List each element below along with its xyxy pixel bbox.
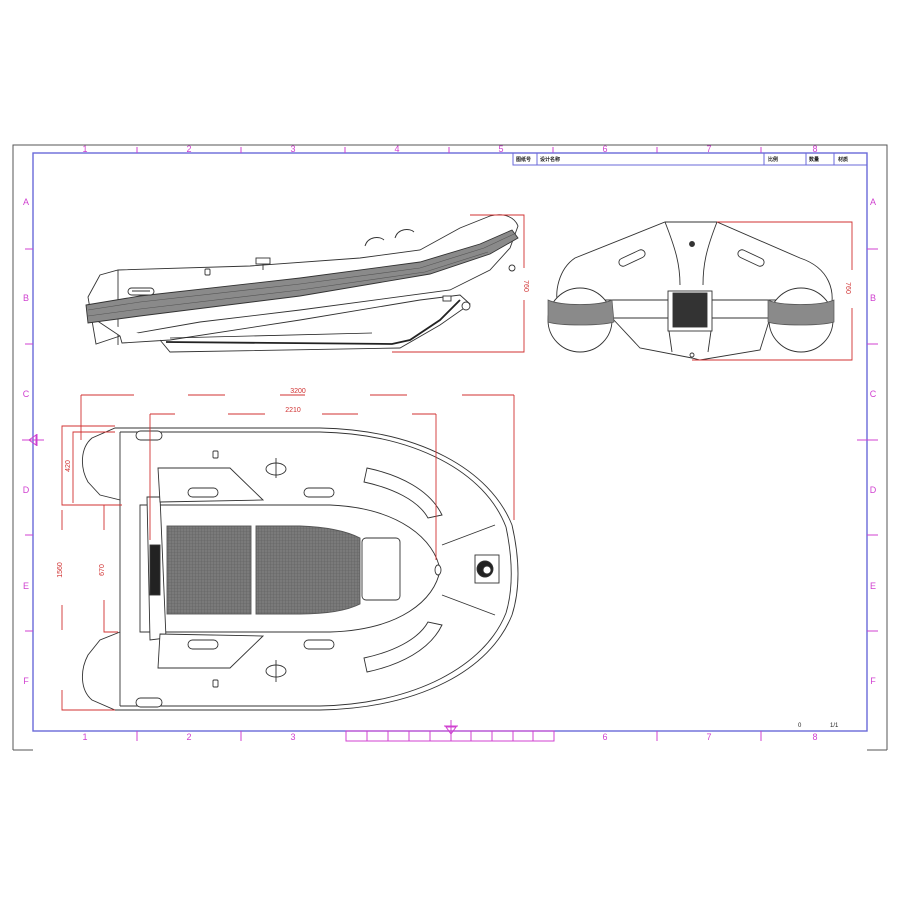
overall-length-label: 3200 (290, 388, 306, 395)
svg-text:8: 8 (812, 732, 817, 742)
top-view (82, 427, 519, 711)
left-zone-labels: A B C D E F (23, 197, 30, 686)
svg-text:A: A (870, 197, 876, 207)
title-block-scale: 比例 (768, 156, 778, 163)
bottom-zone-labels: 1 2 3 6 7 8 (82, 732, 817, 742)
svg-text:C: C (870, 389, 877, 399)
side-height-dimension (392, 214, 525, 353)
svg-text:D: D (23, 485, 30, 495)
scale-bar (345, 730, 555, 742)
right-zone-labels: A B C D E F (870, 197, 877, 686)
svg-text:F: F (23, 676, 29, 686)
svg-text:7: 7 (706, 732, 711, 742)
inner-length-label: 2210 (285, 407, 301, 414)
sheet-revision: 0 (798, 723, 802, 729)
svg-text:1: 1 (82, 144, 87, 154)
outer-frame (12, 144, 888, 751)
overall-beam-label: 1560 (57, 562, 64, 578)
right-zone-ruler (857, 248, 878, 632)
svg-text:E: E (23, 581, 29, 591)
side-view (85, 214, 519, 353)
svg-text:4: 4 (394, 144, 399, 154)
tube-diameter-label: 420 (65, 460, 72, 472)
svg-text:D: D (870, 485, 877, 495)
svg-text:6: 6 (602, 732, 607, 742)
top-view-dimensions (61, 394, 515, 711)
svg-text:2: 2 (186, 144, 191, 154)
svg-text:8: 8 (812, 144, 817, 154)
left-center-mark-icon (22, 434, 44, 446)
svg-text:A: A (23, 197, 29, 207)
title-block-design-name: 设计名称 (540, 156, 560, 163)
svg-text:6: 6 (602, 144, 607, 154)
top-zone-labels: 1 2 3 4 5 6 7 8 (82, 144, 817, 154)
svg-text:2: 2 (186, 732, 191, 742)
bottom-center-mark-icon (444, 720, 458, 740)
svg-text:F: F (870, 676, 876, 686)
svg-text:C: C (23, 389, 30, 399)
svg-text:E: E (870, 581, 876, 591)
top-zone-ruler (136, 147, 762, 153)
stern-height-label: 760 (844, 282, 851, 294)
svg-text:7: 7 (706, 144, 711, 154)
stern-rub-strakes (547, 299, 835, 326)
svg-text:3: 3 (290, 144, 295, 154)
stern-height-dimension (692, 221, 853, 361)
title-block-drawing-no: 图纸号 (516, 156, 531, 163)
side-height-label: 760 (522, 280, 529, 292)
stern-view (547, 221, 834, 361)
svg-text:B: B (870, 293, 876, 303)
bottom-zone-ruler (136, 731, 762, 741)
title-block-material: 材质 (838, 156, 848, 163)
title-block: 图纸号 设计名称 比例 数量 材质 (512, 152, 868, 166)
inner-beam-label: 670 (99, 564, 106, 576)
svg-text:1: 1 (82, 732, 87, 742)
title-block-quantity: 数量 (809, 156, 819, 163)
svg-text:3: 3 (290, 732, 295, 742)
sheet-page: 1/1 (830, 723, 839, 729)
left-zone-ruler (25, 248, 33, 632)
svg-text:5: 5 (498, 144, 503, 154)
svg-text:B: B (23, 293, 29, 303)
